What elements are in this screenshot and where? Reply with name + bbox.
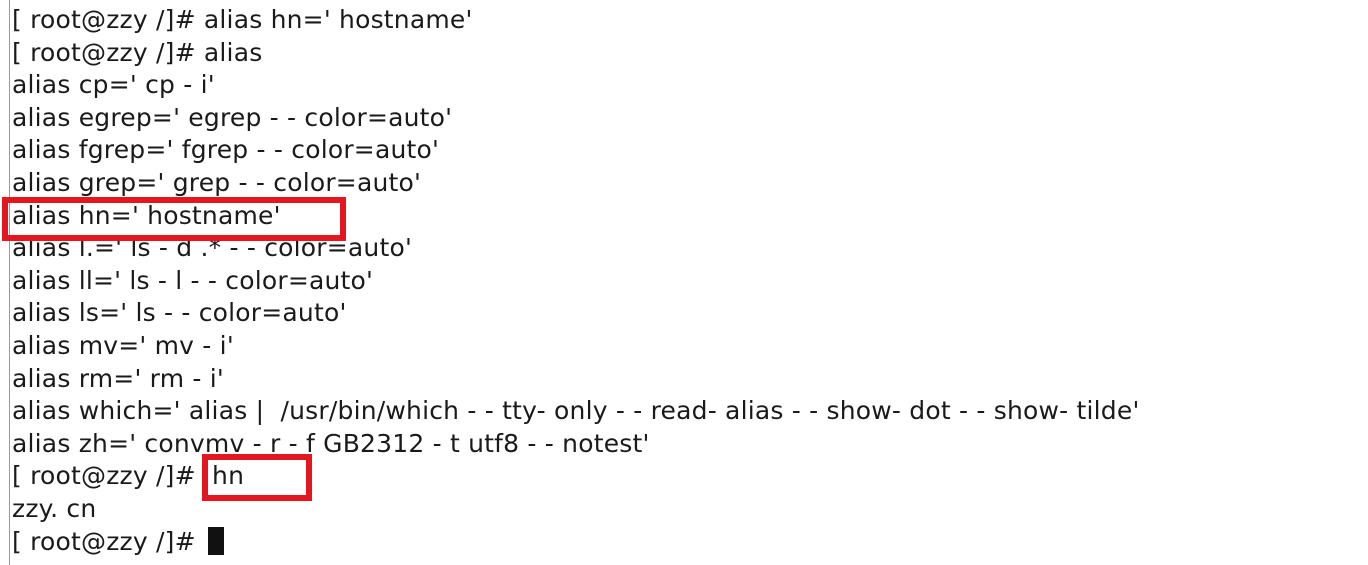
terminal-line: alias ls=' ls - - color=auto' (12, 298, 347, 328)
terminal-line-highlighted-alias: alias hn=' hostname' (12, 200, 281, 230)
terminal-line: alias zh=' convmv - r - f GB2312 - t utf… (12, 428, 650, 458)
terminal-line: [ root@zzy /]# alias hn=' hostname' (12, 5, 473, 34)
terminal-line: alias cp=' cp - i' (12, 70, 215, 100)
terminal-cursor (207, 526, 224, 555)
terminal-left-border (9, 0, 10, 565)
terminal-line: alias grep=' grep - - color=auto' (12, 167, 422, 197)
terminal-line: alias ll=' ls - l - - color=auto' (12, 265, 374, 295)
terminal-line: alias which=' alias | /usr/bin/which - -… (12, 396, 1140, 426)
terminal-prompt: [ root@zzy /]# (12, 526, 204, 556)
terminal-line: alias egrep=' egrep - - color=auto' (12, 102, 453, 132)
terminal-line: alias mv=' mv - i' (12, 330, 234, 360)
terminal-line: alias fgrep=' fgrep - - color=auto' (12, 135, 440, 165)
terminal-line-highlighted-command: [ root@zzy /]# hn (12, 461, 245, 491)
terminal-line: alias l.=' ls - d .* - - color=auto' (12, 233, 413, 263)
terminal-line: zzy. cn (12, 493, 97, 523)
terminal-prompt-line[interactable]: [ root@zzy /]# (12, 526, 1140, 559)
terminal-line: alias rm=' rm - i' (12, 363, 224, 393)
terminal-output: [ root@zzy /]# alias hn=' hostname' [ ro… (12, 4, 1140, 558)
terminal-line: [ root@zzy /]# alias (12, 37, 263, 67)
